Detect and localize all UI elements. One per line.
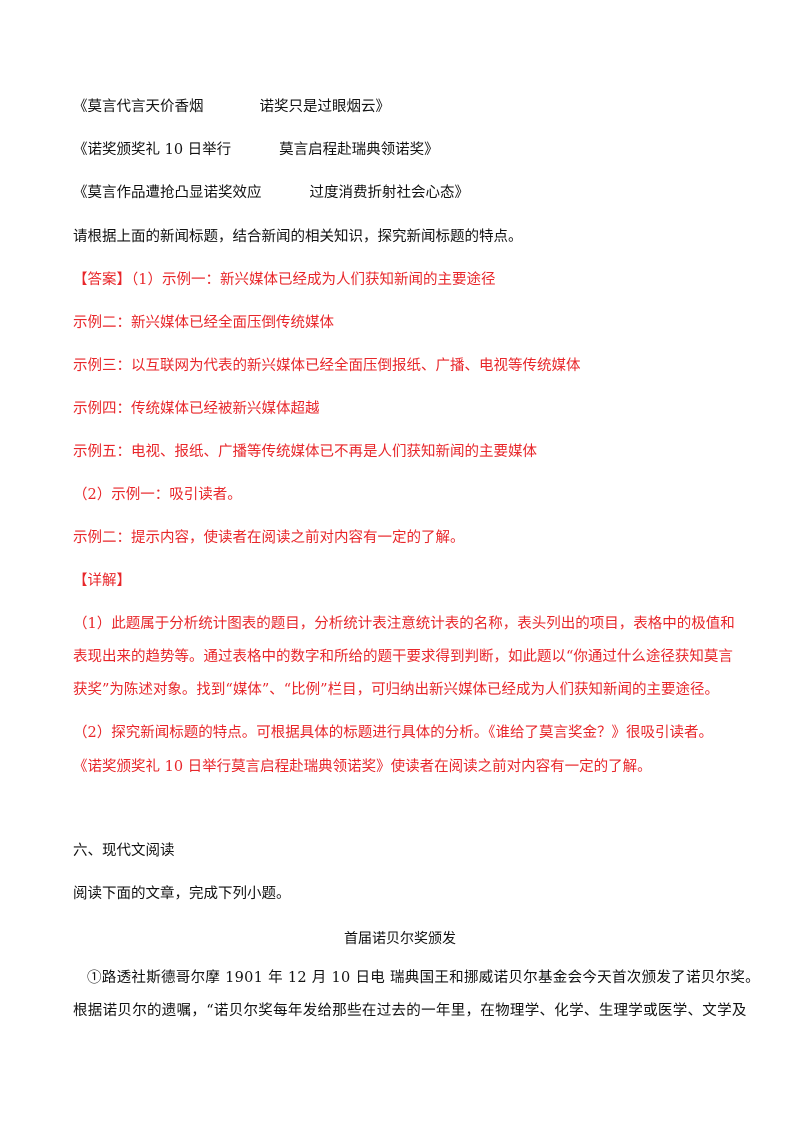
headline-3-right: 过度消费折射社会心态》 bbox=[309, 185, 470, 201]
headline-2: 《诺奖颁奖礼 10 日举行 莫言启程赴瑞典领诺奖》 bbox=[73, 140, 439, 160]
headline-1: 《莫言代言天价香烟 诺奖只是过眼烟云》 bbox=[73, 97, 390, 117]
headline-2-right: 莫言启程赴瑞典领诺奖》 bbox=[279, 142, 439, 158]
answer-text-1: （1）示例一：新兴媒体已经成为人们获知新闻的主要途径 bbox=[131, 272, 496, 288]
answer-tag: 【答案】 bbox=[73, 272, 131, 288]
answer-line-7: 示例二：提示内容，使读者在阅读之前对内容有一定的了解。 bbox=[73, 530, 465, 546]
question-text: 请根据上面的新闻标题，结合新闻的相关知识，探究新闻标题的特点。 bbox=[73, 229, 523, 245]
article-line-2: 根据诺贝尔的遗嘱，“诺贝尔奖每年发给那些在过去的一年里，在物理学、化学、生理学或… bbox=[73, 1003, 747, 1019]
headline-3: 《莫言作品遭抢凸显诺奖效应 过度消费折射社会心态》 bbox=[73, 183, 469, 203]
section-heading: 六、现代文阅读 bbox=[73, 843, 175, 859]
detail-p2-line-1: （2）探究新闻标题的特点。可根据具体的标题进行具体的分析。《谁给了莫言奖金？》很… bbox=[73, 725, 713, 741]
answer-line-2: 示例二：新兴媒体已经全面压倒传统媒体 bbox=[73, 315, 334, 331]
headline-3-left: 《莫言作品遭抢凸显诺奖效应 bbox=[73, 185, 262, 201]
detail-p1-line-1: （1）此题属于分析统计图表的题目，分析统计表注意统计表的名称，表头列出的项目，表… bbox=[73, 616, 735, 632]
reading-instruction: 阅读下面的文章，完成下列小题。 bbox=[73, 886, 291, 902]
answer-line-1: 【答案】（1）示例一：新兴媒体已经成为人们获知新闻的主要途径 bbox=[73, 270, 495, 290]
answer-line-6: （2）示例一：吸引读者。 bbox=[73, 487, 242, 503]
answer-line-4: 示例四：传统媒体已经被新兴媒体超越 bbox=[73, 401, 320, 417]
answer-line-3: 示例三：以互联网为代表的新兴媒体已经全面压倒报纸、广播、电视等传统媒体 bbox=[73, 358, 581, 374]
article-title: 首届诺贝尔奖颁发 bbox=[344, 931, 456, 947]
headline-1-right: 诺奖只是过眼烟云》 bbox=[259, 99, 391, 115]
detail-p1-line-3: 获奖”为陈述对象。找到“媒体”、“比例”栏目，可归纳出新兴媒体已经成为人们获知新… bbox=[73, 682, 720, 698]
answer-line-5: 示例五：电视、报纸、广播等传统媒体已不再是人们获知新闻的主要媒体 bbox=[73, 444, 537, 460]
detail-tag: 【详解】 bbox=[73, 573, 131, 589]
article-line-1: ①路透社斯德哥尔摩 1901 年 12 月 10 日电 瑞典国王和挪威诺贝尔基金… bbox=[87, 970, 760, 986]
headline-2-left: 《诺奖颁奖礼 10 日举行 bbox=[73, 142, 232, 158]
detail-p1-line-2: 表现出来的趋势等。通过表格中的数字和所给的题干要求得到判断，如此题以“你通过什么… bbox=[73, 649, 733, 665]
detail-p2-line-2: 《诺奖颁奖礼 10 日举行莫言启程赴瑞典领诺奖》使读者在阅读之前对内容有一定的了… bbox=[73, 759, 652, 775]
headline-1-left: 《莫言代言天价香烟 bbox=[73, 99, 204, 115]
